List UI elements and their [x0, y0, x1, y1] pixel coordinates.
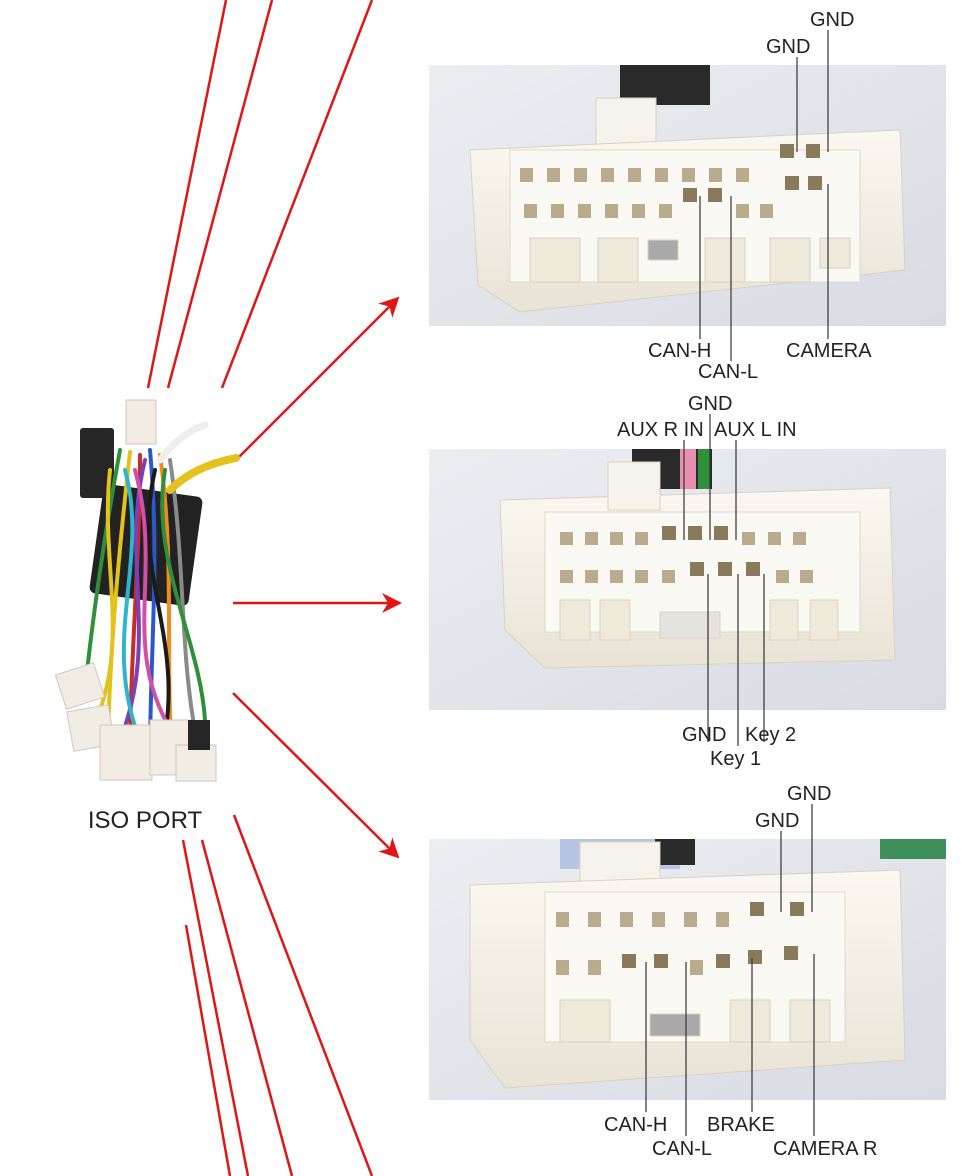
connector-top-label-can-h: CAN-H	[648, 340, 711, 362]
connector-middle-leaders	[683, 414, 765, 746]
connector-middle	[429, 449, 946, 710]
connector-middle-label-gnd-upper: GND	[688, 393, 732, 415]
connector-bottom-label-gnd-lower: GND	[755, 810, 799, 832]
harness-plug-bottom-3	[99, 724, 153, 781]
connector-middle-label-aux-r-in: AUX R IN	[617, 419, 704, 441]
connector-bottom-label-can-l: CAN-L	[652, 1138, 712, 1160]
connector-bottom-label-gnd-upper: GND	[787, 783, 831, 805]
harness-plug-bottom-5	[175, 744, 217, 782]
connector-top	[429, 65, 946, 326]
connector-middle-label-gnd-lower: GND	[682, 724, 726, 746]
connector-middle-lower-slots	[559, 599, 839, 641]
connector-bottom-label-brake: BRAKE	[707, 1114, 775, 1136]
connector-top-label-gnd-lower: GND	[766, 36, 810, 58]
connector-middle-label-key-1: Key 1	[710, 748, 761, 770]
connector-middle-cavity-rows	[560, 526, 813, 583]
connector-bottom-lower-slots	[559, 999, 831, 1043]
connector-bottom-leaders	[645, 804, 815, 1136]
arrow-to-connector-bottom	[232, 692, 400, 859]
connector-top-label-gnd-upper: GND	[810, 9, 854, 31]
connector-top-label-can-l: CAN-L	[698, 361, 758, 383]
connector-middle-label-key-2: Key 2	[745, 724, 796, 746]
connector-bottom-label-can-h: CAN-H	[604, 1114, 667, 1136]
connector-bottom-latch	[579, 841, 661, 883]
arrow-to-connector-top	[237, 296, 400, 459]
connector-top-cavity-rows	[520, 144, 822, 218]
connector-top-lower-slots	[529, 237, 851, 283]
connector-top-leaders	[699, 30, 829, 361]
harness-white-plug-top	[125, 399, 157, 445]
harness-plug-bottom-1	[54, 662, 106, 710]
harness-plug-bottom-6	[188, 720, 210, 750]
connector-bottom-cavity-rows	[556, 902, 804, 975]
connector-bottom	[429, 839, 946, 1100]
connector-middle-label-aux-l-in: AUX L IN	[714, 419, 797, 441]
harness-label: ISO PORT	[88, 807, 203, 834]
pointer-arrows	[232, 296, 402, 859]
wiring-harness-image	[54, 399, 240, 782]
connector-top-label-camera: CAMERA	[786, 340, 872, 362]
connector-middle-latch	[607, 461, 661, 511]
connector-bottom-label-camera-r: CAMERA R	[773, 1138, 877, 1160]
decorative-red-lines	[146, 0, 374, 1176]
connector-top-latch	[595, 97, 657, 145]
harness-black-plug	[80, 428, 114, 498]
